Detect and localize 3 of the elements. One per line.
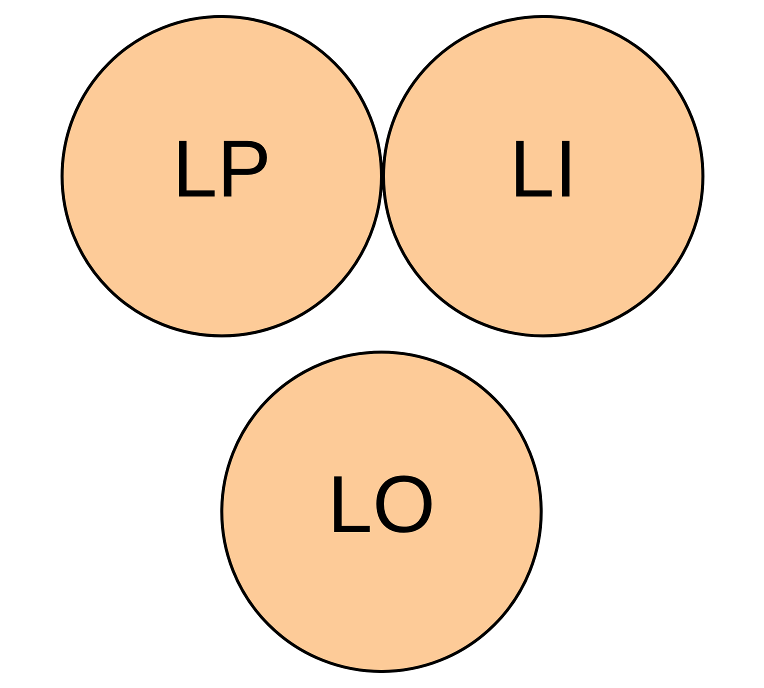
node-circle: LI	[382, 15, 704, 338]
node-circle: LO	[220, 350, 542, 673]
node-circle: LP	[60, 15, 382, 338]
